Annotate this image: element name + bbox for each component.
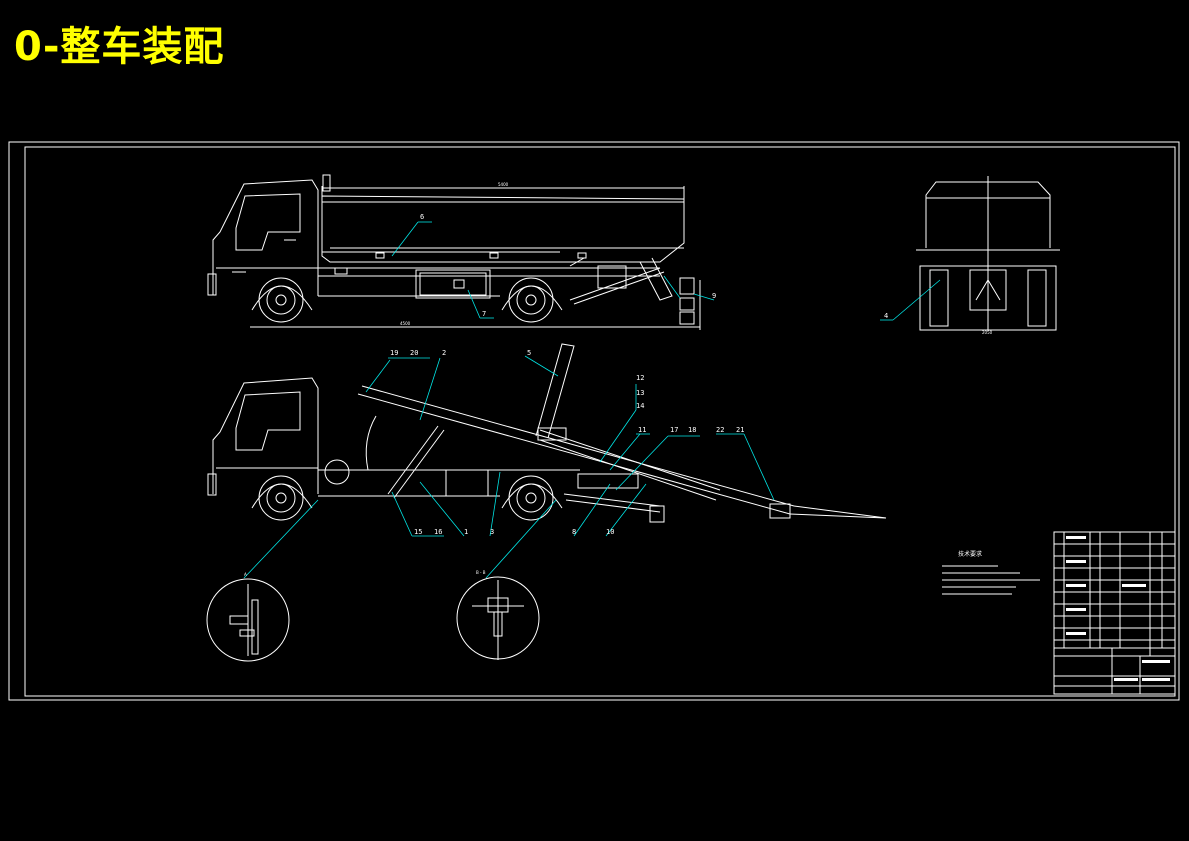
tipping-view-truck [207,343,887,523]
callout-13: 13 [636,389,644,397]
callout-7: 7 [482,310,486,318]
rear-view-truck: 4 2050 [880,176,1060,335]
callout-3: 3 [490,528,494,536]
outer-frame [8,141,1180,701]
callout-16: 16 [434,528,442,536]
callout-21: 21 [736,426,744,434]
tipping-view-callouts: 19 20 2 5 12 13 14 11 17 18 22 21 15 16 … [243,349,775,579]
sheet-title: 0-整车装配 [14,24,225,70]
callout-2: 2 [442,349,446,357]
callout-9: 9 [712,292,716,300]
callout-4: 4 [884,312,888,320]
callout-11: 11 [638,426,646,434]
callout-12: 12 [636,374,644,382]
detail-view-b: B - B [456,570,540,660]
callout-14: 14 [636,402,644,410]
callout-18: 18 [688,426,696,434]
svg-text:4500: 4500 [400,321,411,326]
svg-text:2050: 2050 [982,330,993,335]
callout-1: 1 [464,528,468,536]
callout-8b: 8 [572,528,576,536]
callout-6: 6 [420,213,424,221]
side-view-callouts: 6 7 9 [391,213,716,319]
detail-view-a: A [206,572,290,662]
callout-10: 10 [606,528,614,536]
tech-requirements-heading: 技术要求 [958,550,982,558]
svg-text:B - B: B - B [476,570,486,575]
inner-frame [24,146,1176,697]
callout-17: 17 [670,426,678,434]
callout-5: 5 [527,349,531,357]
svg-text:A: A [244,572,247,577]
side-view-truck: 5400 4500 [207,174,701,330]
callout-15: 15 [414,528,422,536]
svg-text:5400: 5400 [498,182,509,187]
tech-requirements: 技术要求 [942,550,1040,595]
title-block [1053,531,1176,695]
callout-19: 19 [390,349,398,357]
callout-22: 22 [716,426,724,434]
callout-20: 20 [410,349,418,357]
